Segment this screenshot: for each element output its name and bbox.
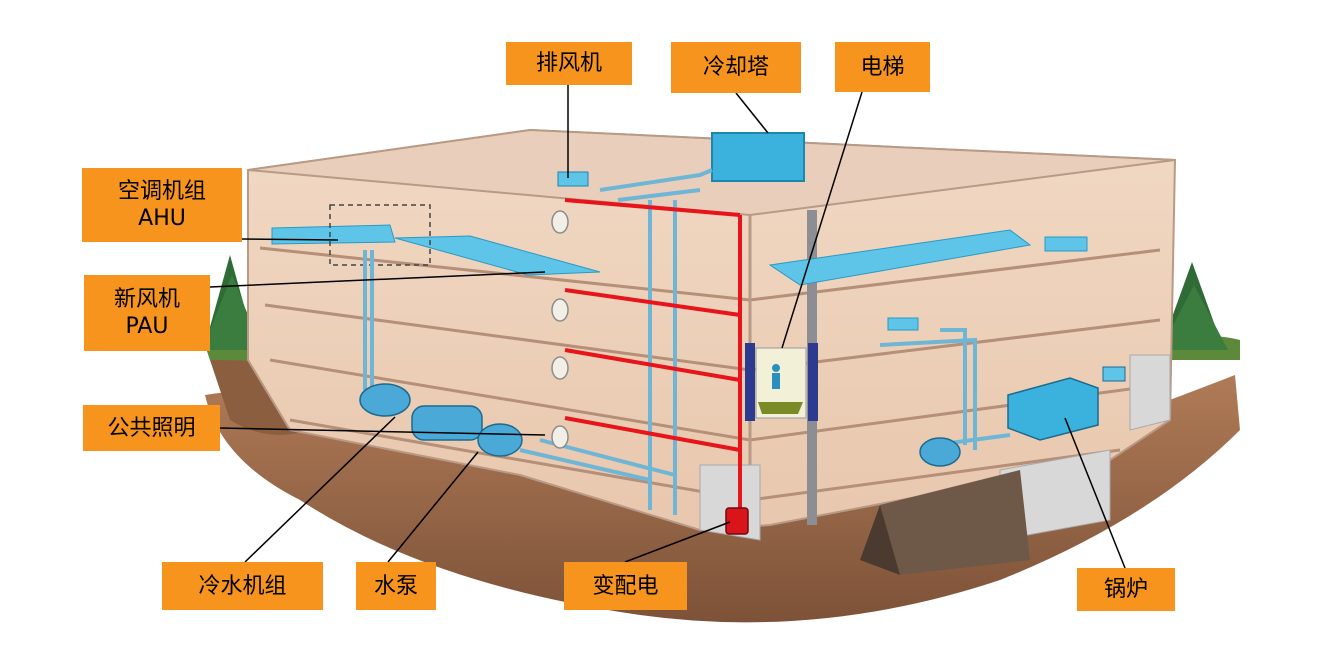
label-elevator: 电梯 — [835, 42, 930, 92]
label-boiler: 锅炉 — [1077, 568, 1175, 611]
elevator-cab — [745, 343, 818, 421]
boiler-unit — [1007, 366, 1126, 441]
leader-lines — [209, 84, 1126, 569]
label-boiler-text: 锅炉 — [1103, 577, 1148, 602]
basement-garage — [860, 470, 1030, 575]
label-substation-text: 变配电 — [592, 573, 659, 599]
label-cooling-tower: 冷却塔 — [671, 42, 801, 93]
label-chiller: 冷水机组 — [162, 562, 323, 610]
label-water-pump: 水泵 — [356, 562, 436, 610]
label-public-lighting-text: 公共照明 — [107, 415, 196, 441]
water-pipes — [363, 168, 1011, 515]
stone-base — [699, 354, 1171, 541]
chiller-unit — [359, 383, 483, 441]
label-exhaust-fan: 排风机 — [506, 42, 632, 85]
label-substation: 变配电 — [564, 562, 687, 610]
power-lines — [564, 198, 742, 510]
ducts — [271, 224, 1088, 331]
label-exhaust-fan-text: 排风机 — [535, 51, 602, 76]
tree-icon — [1160, 262, 1228, 350]
pump-unit — [477, 423, 961, 467]
substation-meter — [725, 507, 749, 535]
label-chiller-text: 冷水机组 — [198, 573, 287, 599]
label-pau-line2: PAU — [125, 314, 169, 339]
label-water-pump-text: 水泵 — [373, 573, 418, 599]
label-elevator-text: 电梯 — [860, 54, 905, 80]
label-cooling-tower-text: 冷却塔 — [702, 55, 769, 80]
label-pau-line1: 新风机 — [113, 287, 180, 312]
label-ahu: 空调机组 AHU — [82, 168, 242, 242]
label-ahu-line2: AHU — [138, 206, 186, 231]
label-public-lighting: 公共照明 — [83, 405, 220, 451]
light-bulb-icon — [551, 210, 569, 449]
exhaust-fan-unit — [557, 171, 589, 187]
ahu-dashed-box — [329, 204, 431, 266]
label-pau: 新风机 PAU — [84, 275, 210, 351]
label-ahu-line1: 空调机组 — [117, 179, 206, 204]
cooling-tower-unit — [711, 132, 805, 182]
